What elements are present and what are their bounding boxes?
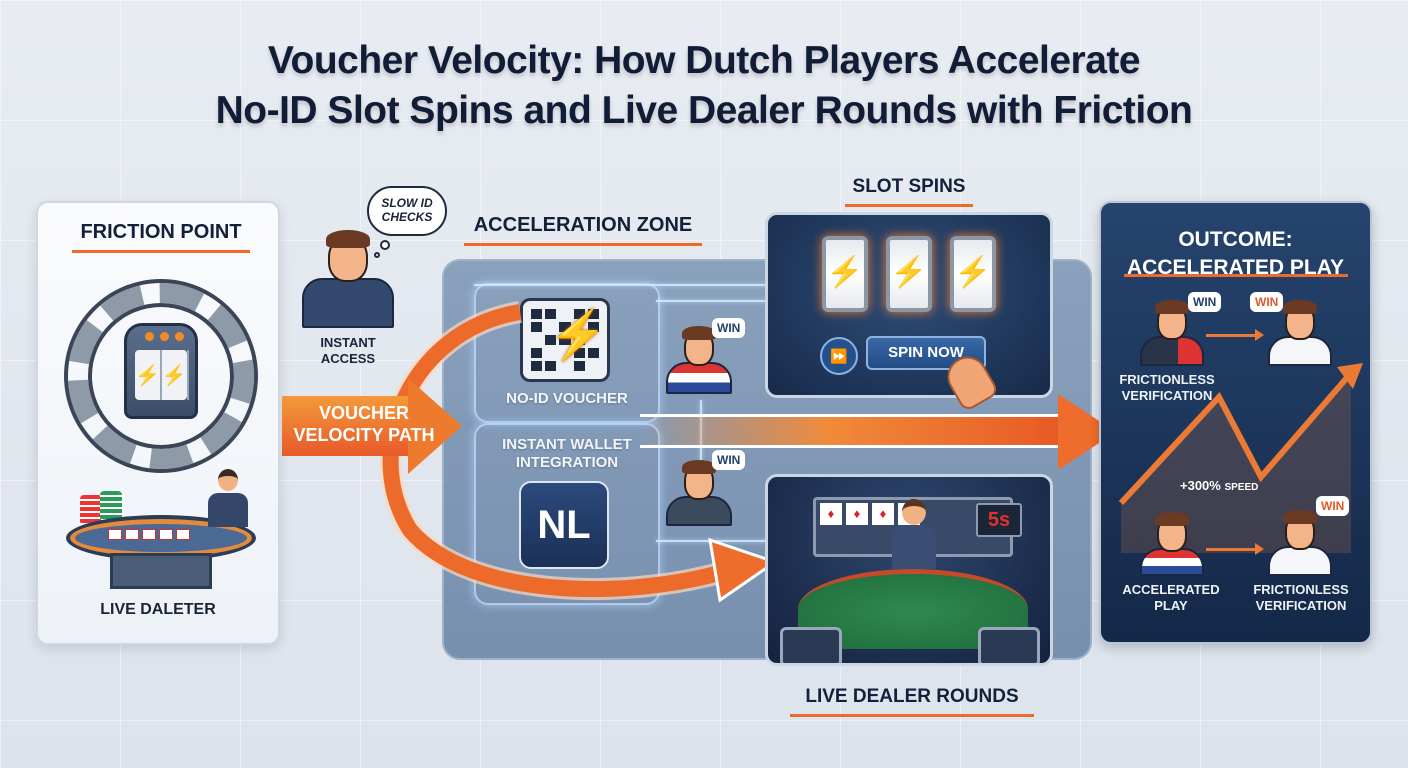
table-base — [110, 553, 212, 589]
live-dealer-caption: LIVE DALETER — [100, 601, 216, 618]
wallet-box — [474, 423, 660, 605]
slot-reel: ⚡ — [822, 236, 868, 312]
voucher-velocity-path-arrow: VOUCHER VELOCITY PATH — [282, 378, 462, 474]
outcome-title: OUTCOME: ACCELERATED PLAY — [1126, 228, 1345, 279]
qr-voucher-icon — [520, 298, 610, 382]
outcome-divider — [1124, 274, 1348, 277]
round-timer: 5s — [976, 503, 1022, 537]
player-avatar — [302, 228, 394, 328]
title-line-1: Voucher Velocity: How Dutch Players Acce… — [267, 39, 1141, 82]
win-badge: WIN — [1250, 292, 1284, 312]
win-badge: WIN — [1188, 292, 1222, 312]
instant-wallet-label: INSTANT WALLET INTEGRATION — [502, 436, 632, 471]
slot-spins-heading: SLOT SPINS — [845, 176, 973, 207]
happy-player-avatar — [1268, 510, 1332, 576]
lightning-bolt-icon: ⚡ — [548, 309, 608, 362]
win-badge: WIN — [712, 318, 746, 338]
win-badge: WIN — [1316, 496, 1350, 516]
slot-reel: ⚡ — [886, 236, 932, 312]
nl-wallet-logo-icon: NL — [519, 481, 609, 569]
slot-machine-icon: ⚡⚡ — [124, 323, 198, 419]
thought-text: SLOW ID CHECKS — [381, 196, 433, 224]
no-id-voucher-label: NO-ID VOUCHER — [506, 390, 628, 407]
page-title: Voucher Velocity: How Dutch Players Acce… — [0, 36, 1408, 136]
cards-icon — [108, 529, 190, 540]
thought-bubble: SLOW ID CHECKS — [367, 186, 447, 236]
accelerated-play-label: ACCELERATED PLAY — [1122, 582, 1220, 613]
friction-point-heading: FRICTION POINT — [72, 221, 250, 253]
fast-forward-button[interactable]: ⏩ — [820, 337, 858, 375]
curved-arrow-icon — [379, 301, 779, 603]
flow-line — [474, 284, 774, 286]
live-dealer-panel: ♦♦♦♦ 5s — [765, 474, 1053, 666]
slot-reel: ⚡ — [950, 236, 996, 312]
dutch-player-avatar — [1140, 512, 1204, 576]
speed-increase-label: +300% SPEED — [1180, 478, 1259, 493]
title-line-2: No-ID Slot Spins and Live Dealer Rounds … — [215, 89, 1193, 132]
arrow-right-icon — [1206, 543, 1264, 555]
frictionless-verification-label: FRICTIONLESS VERIFICATION — [1119, 372, 1215, 403]
acceleration-zone-heading: ACCELERATION ZONE — [464, 214, 702, 246]
chip-stack-icon — [100, 491, 122, 521]
friction-point-panel: FRICTION POINT ⚡⚡ LIVE DALETER — [36, 201, 280, 645]
thought-dot — [380, 240, 390, 250]
frictionless-verification-label: FRICTIONLESS VERIFICATION — [1253, 582, 1349, 613]
dealer-icon — [208, 469, 248, 527]
dutch-player-avatar — [666, 326, 732, 394]
dutch-player-avatar — [1140, 300, 1204, 366]
flow-line — [656, 300, 766, 302]
live-dealer-rounds-heading: LIVE DEALER ROUNDS — [790, 686, 1034, 717]
dutch-player-avatar — [666, 460, 732, 526]
win-badge: WIN — [712, 450, 746, 470]
thought-dot — [374, 252, 380, 258]
instant-access-label: INSTANT ACCESS — [320, 335, 376, 366]
speed-chart-icon — [1118, 363, 1363, 553]
tablet-icon — [780, 627, 842, 663]
tablet-icon — [978, 627, 1040, 663]
acceleration-arrow — [640, 394, 1120, 470]
chip-stack-icon — [80, 495, 102, 525]
happy-player-avatar — [1268, 300, 1332, 366]
arrow-right-icon — [1206, 329, 1264, 341]
dealer-icon — [892, 499, 936, 569]
